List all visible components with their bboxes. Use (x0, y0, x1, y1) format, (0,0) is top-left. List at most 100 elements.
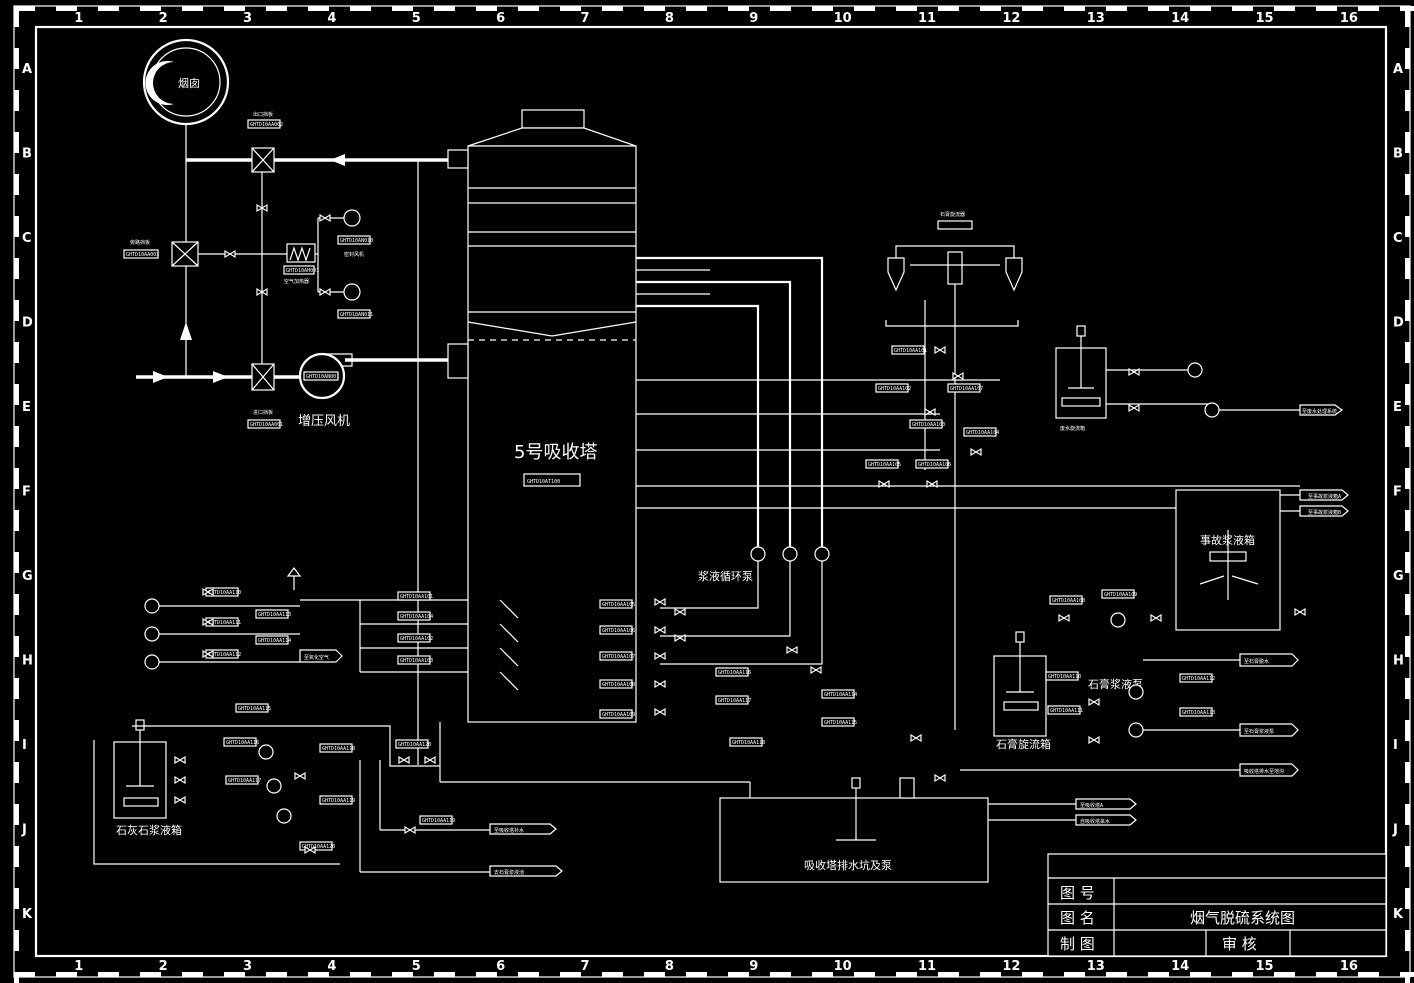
tag-text: GHTD10AA108 (1052, 598, 1085, 604)
valve-icon (1128, 403, 1140, 413)
frame-tick (1148, 6, 1169, 11)
tag-text: GHTD10AA111 (1050, 708, 1083, 714)
frame-tick (14, 636, 19, 657)
frame-tick (1190, 972, 1211, 977)
frame-tick (14, 678, 19, 699)
tag-box (1049, 595, 1083, 605)
tag-box (319, 743, 353, 753)
frame-tick (476, 972, 497, 977)
damper-inlet: 进口挡板 GHTD10AA001 (247, 363, 283, 429)
valve-icon (934, 345, 946, 355)
frame-tick (1358, 6, 1379, 11)
frame-tick (938, 6, 959, 11)
frame-tick (896, 6, 917, 11)
frame-tick (14, 384, 19, 405)
valve-icon (174, 795, 186, 805)
tag-text: GHTD10AA106 (602, 628, 635, 634)
tag-box (875, 383, 909, 393)
frame-tick (56, 972, 77, 977)
tag-text: GHTD10AA109 (1104, 592, 1137, 598)
tag-text: GHTD10AA107 (602, 654, 635, 660)
frame-tick (14, 426, 19, 447)
instrument-tags: GHTD10AA101GHTD10AA102GHTD10AA103GHTD10A… (205, 345, 1215, 851)
grid-row-label: C (1393, 231, 1403, 246)
tag-box (891, 345, 925, 355)
frame-tick (1405, 636, 1410, 657)
grid-col-label: 16 (1340, 959, 1358, 974)
tag-box (865, 459, 899, 469)
frame-tick (14, 90, 19, 111)
grid-col-label: 1 (74, 11, 83, 26)
frame-tick (1106, 6, 1127, 11)
grid-row-label: K (1393, 907, 1404, 922)
valve-icon (654, 625, 666, 635)
tag-text: GHTD10AA119 (322, 798, 355, 804)
frame-tick (1148, 972, 1169, 977)
tag-text: GHTD10AA115 (238, 706, 271, 712)
drain-pit-label: 吸收塔排水坑及泵 (804, 858, 892, 872)
frame-tick (980, 972, 1001, 977)
valve-icon (256, 203, 268, 213)
tag-text: GHTD10AA105 (602, 602, 635, 608)
frame-tick (14, 804, 19, 825)
frame-tick (14, 888, 19, 909)
tag-text: GHTD10AA112 (1182, 676, 1215, 682)
frame-tick (1274, 972, 1295, 977)
valve-icon (202, 587, 214, 597)
frame-tick (1405, 762, 1410, 783)
frame-tick (686, 6, 707, 11)
seal-fan2-tag: GHTD10AN011 (340, 312, 373, 318)
outlet-label: 至吸收塔补水 (494, 827, 524, 834)
grid-col-label: 3 (243, 11, 252, 26)
valve-icon (654, 679, 666, 689)
valve-icon (202, 649, 214, 659)
frame-tick (1405, 426, 1410, 447)
valve-icon (174, 775, 186, 785)
grid-row-label: I (1393, 738, 1398, 753)
frame-tick (1405, 48, 1410, 69)
seal-fan1-tag: GHTD10AN010 (340, 238, 373, 244)
tag-text: GHTD10AA106 (918, 462, 951, 468)
frame-tick (224, 6, 245, 11)
valve-icon (174, 755, 186, 765)
damper-inlet-label: 进口挡板 (253, 409, 273, 416)
tag-text: GHTD10AA108 (602, 682, 635, 688)
grid-row-label: H (1393, 653, 1404, 668)
frame-tick (686, 972, 707, 977)
grid-col-label: 2 (159, 11, 168, 26)
frame-tick (1316, 972, 1337, 977)
frame-tick (14, 552, 19, 573)
grid-row-label: E (1393, 400, 1402, 415)
valve-icon (654, 597, 666, 607)
valve-icon (319, 213, 331, 223)
grid-col-label: 11 (918, 11, 936, 26)
frame-tick (602, 6, 623, 11)
frame-tick (182, 6, 203, 11)
gypsum-tank: 石膏旋流箱 石膏浆液泵 (960, 612, 1240, 771)
frame-tick (1405, 594, 1410, 615)
booster-fan: GHTD10AN001 增压风机 (298, 352, 353, 429)
frame-tick (1405, 384, 1410, 405)
frame-tick (854, 972, 875, 977)
frame-tick (14, 300, 19, 321)
frame-tick (14, 972, 19, 983)
tag-box (715, 667, 749, 677)
valve-icon (398, 755, 410, 765)
grid-col-label: 9 (749, 959, 758, 974)
frame-tick (518, 6, 539, 11)
tb-drawing-name: 烟气脱硫系统图 (1190, 909, 1295, 927)
tag-box (235, 703, 269, 713)
tag-box (397, 591, 431, 601)
valve-icon (926, 479, 938, 489)
title-block: 图 号 图 名 制 图 烟气脱硫系统图 审 核 (1047, 853, 1387, 957)
tag-box (225, 775, 259, 785)
frame-tick (14, 342, 19, 363)
valve-symbols (174, 203, 1306, 855)
booster-fan-label: 增压风机 (298, 414, 350, 429)
frame-tick (1022, 972, 1043, 977)
grid-row-label: K (22, 907, 33, 922)
frame-tick (1405, 510, 1410, 531)
waste-tank: 废水旋流箱 (1055, 325, 1344, 432)
frame-ticks (14, 6, 1414, 983)
